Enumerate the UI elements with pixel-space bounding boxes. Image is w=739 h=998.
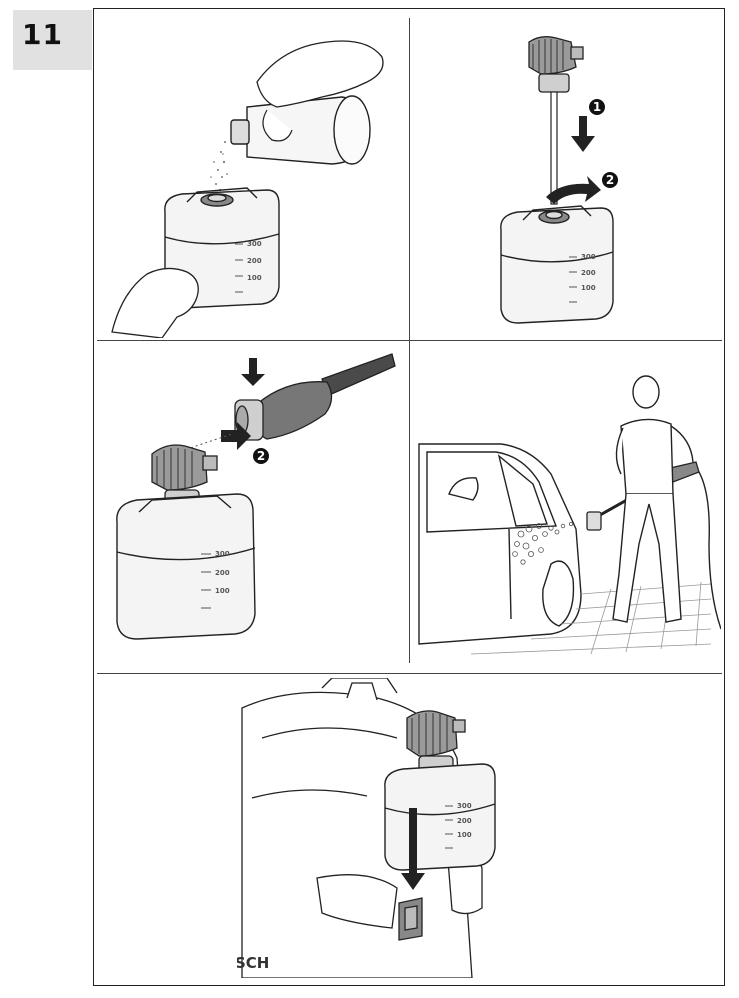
scale-label-200: 200 (581, 269, 596, 277)
divider-vertical-middle (409, 341, 410, 663)
insert-nozzle-illustration: 1 2 300 200 100 (500, 36, 618, 324)
step-number: 11 (22, 18, 63, 51)
push-arrow-icon (221, 422, 251, 450)
arrow-down-icon (571, 116, 595, 152)
divider-horizontal-2 (97, 673, 722, 674)
callout-2b: 2 (257, 449, 265, 463)
person (612, 375, 721, 630)
panel-wash-car (411, 344, 721, 670)
tank-holder (398, 897, 423, 941)
hand-upper (256, 40, 384, 108)
scale-label-200: 200 (215, 569, 230, 577)
siphon-tube (550, 91, 558, 205)
rotate-arrow-icon (546, 176, 601, 204)
scale-label-300: 300 (457, 802, 472, 810)
scale-label-200: 200 (247, 257, 262, 265)
pour-detergent-illustration: 300 200 100 (111, 40, 384, 338)
scale-label-200: 200 (457, 817, 472, 825)
panel-store-tank: SCH 300 200 100 (237, 678, 517, 978)
divider-horizontal-1 (97, 340, 722, 341)
brand-label: SCH (237, 954, 269, 972)
wash-car-illustration (418, 375, 721, 655)
detergent-tank-3 (116, 493, 256, 640)
store-tank-illustration: SCH 300 200 100 (237, 678, 496, 978)
scale-label-300: 300 (581, 253, 596, 261)
scale-label-100: 100 (457, 831, 472, 839)
detergent-bottle (230, 95, 371, 165)
detergent-tank-5 (384, 763, 496, 871)
scale-label-300: 300 (247, 240, 262, 248)
callout-2: 2 (606, 173, 614, 187)
panel-insert-nozzle: 1 2 300 200 100 (411, 12, 721, 338)
detergent-tank-2 (500, 205, 614, 324)
hand-lower (111, 267, 199, 338)
scale-label-300: 300 (215, 550, 230, 558)
paving (470, 581, 712, 655)
nozzle-head (528, 36, 584, 93)
spray-lance (234, 353, 396, 441)
instruction-frame (93, 8, 725, 986)
attach-lance-illustration: 2 300 200 100 (116, 353, 396, 640)
callout-badge-1 (589, 99, 605, 115)
scale-label-100: 100 (247, 274, 262, 282)
down-arrow-icon (401, 808, 425, 890)
foam-spray (512, 521, 573, 565)
callout-badge-2 (602, 172, 618, 188)
car (418, 443, 582, 645)
scale-label-100: 100 (581, 284, 596, 292)
panel-pour-detergent: 300 200 100 (97, 12, 407, 338)
tank-scale-marks (235, 243, 243, 293)
panel-attach-lance: 2 300 200 100 (97, 344, 407, 670)
press-arrow-icon (241, 358, 265, 386)
step-tab: 11 (13, 10, 92, 70)
callout-badge-2b (253, 448, 269, 464)
callout-1: 1 (593, 100, 601, 114)
scale-label-100: 100 (215, 587, 230, 595)
divider-vertical-top (409, 18, 410, 340)
